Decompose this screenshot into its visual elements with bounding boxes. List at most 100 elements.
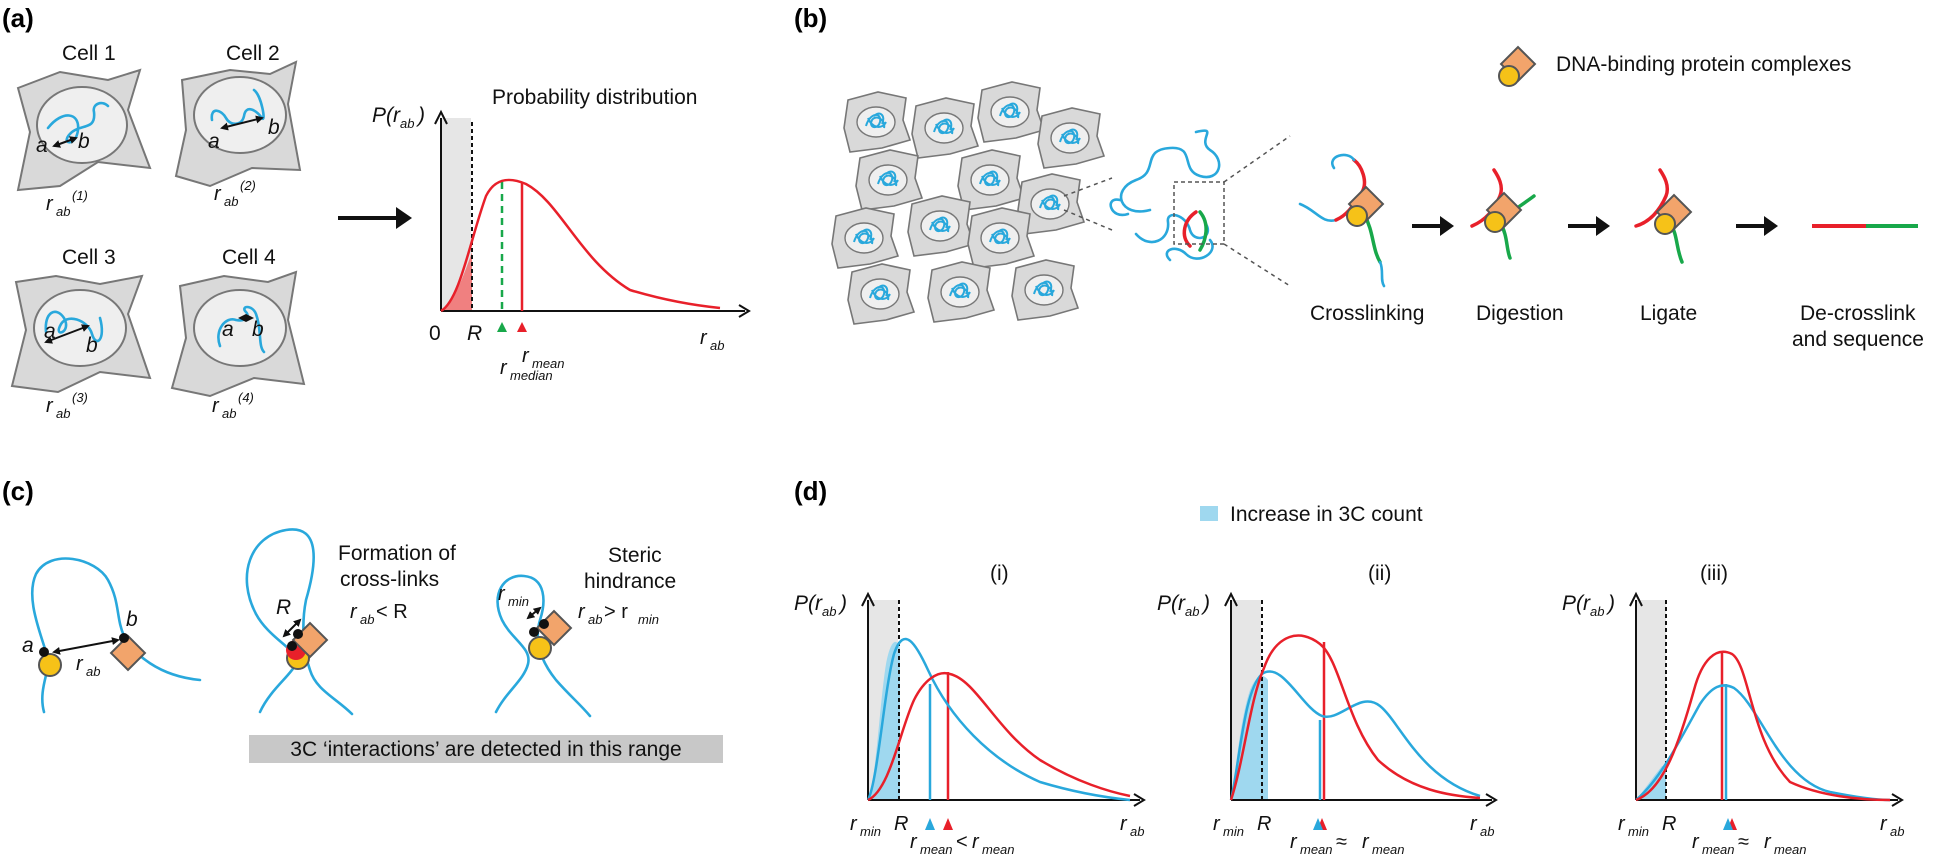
step-label-ligate: Ligate xyxy=(1640,302,1697,325)
plot-a-median-sub: median xyxy=(510,368,553,383)
c-steric-cond-rel: > r xyxy=(604,601,628,623)
d-xlabel: r xyxy=(1470,813,1478,835)
legend-b-text: DNA-binding protein complexes xyxy=(1556,53,1851,76)
d-xmin: r xyxy=(1618,813,1626,835)
plot-a-mean-label: r xyxy=(522,345,530,367)
plot-a-red-area xyxy=(441,252,472,311)
d-mean-blue: r xyxy=(1764,831,1772,853)
step-label-sequence: and sequence xyxy=(1792,328,1924,351)
d-xlabel-sub: ab xyxy=(1890,824,1904,839)
d-ylabel: P(r xyxy=(1157,592,1186,615)
step-label-crosslinking: Crosslinking xyxy=(1310,302,1424,325)
step-crosslinking xyxy=(1298,153,1386,288)
legend-b: DNA-binding protein complexes xyxy=(1498,46,1851,87)
c-steric-cond: r xyxy=(578,601,586,623)
d-ii-title: (ii) xyxy=(1368,562,1391,585)
d-ylabel-close: ) xyxy=(837,592,847,615)
d-xlabel-sub: ab xyxy=(1130,824,1144,839)
d-ylabel: P(r xyxy=(794,592,823,615)
d-ylabel-close: ) xyxy=(1200,592,1210,615)
c-rmin-sub: min xyxy=(508,594,529,609)
step-label-decrosslink: De-crosslink xyxy=(1800,302,1916,325)
d-xmin-sub: min xyxy=(1223,824,1244,839)
d-subplot-iii: (iii) xyxy=(1629,562,1904,830)
d-xmin: r xyxy=(850,813,858,835)
chromatin-zoom xyxy=(1109,129,1225,262)
d-mean-blue: r xyxy=(910,831,918,853)
cell-1: Cell 1 a b r ab (1) xyxy=(16,42,152,219)
d-mean-red: r xyxy=(1692,831,1700,853)
c-steric-title-2: hindrance xyxy=(584,570,676,593)
c-rab-sub: ab xyxy=(86,664,100,679)
panel-d-label: (d) xyxy=(794,476,827,506)
plot-a-median-label: r xyxy=(500,357,508,379)
cell-1-rab-sub: ab xyxy=(56,204,70,219)
cell-population xyxy=(831,81,1105,325)
plot-a-origin: 0 xyxy=(429,322,441,345)
cell-3-locus-b: b xyxy=(86,334,98,357)
cell-4: Cell 4 a b r ab (4) xyxy=(170,246,306,421)
plot-a-mean-sub: mean xyxy=(532,356,565,371)
d-mean-blue: r xyxy=(1362,831,1370,853)
cell-3-title: Cell 3 xyxy=(62,246,116,269)
c-crosslinked: R Formation of cross-links r ab < R xyxy=(245,528,456,716)
cell-2-locus-a: a xyxy=(208,130,220,153)
plot-a-title: Probability distribution xyxy=(492,86,697,109)
cell-1-rab: r xyxy=(46,193,54,215)
d-legend-swatch xyxy=(1200,506,1218,521)
d-relation: ≈ xyxy=(1738,831,1749,853)
c-formation-title-1: Formation of xyxy=(338,542,456,565)
d-ylabel-sub: ab xyxy=(1185,604,1199,619)
d-subplot-ii: (ii) xyxy=(1224,562,1498,830)
d-mean-blue-sub: mean xyxy=(1372,842,1405,857)
cell-1-title: Cell 1 xyxy=(62,42,116,65)
d-xlabel: r xyxy=(1880,813,1888,835)
c-locus-b: b xyxy=(126,608,138,631)
d-legend-text: Increase in 3C count xyxy=(1230,503,1423,526)
d-mean-blue-sub: mean xyxy=(1774,842,1807,857)
cell-1-locus-a: a xyxy=(36,134,48,157)
svg-text:r: r xyxy=(214,183,222,205)
d-iii-title: (iii) xyxy=(1700,562,1728,585)
d-xmin: r xyxy=(1213,813,1221,835)
d-relation: < xyxy=(956,831,968,853)
d-xlabel-sub: ab xyxy=(1480,824,1494,839)
c-steric-cond-rel-sub: min xyxy=(638,612,659,627)
plot-a-ylabel-close: ) xyxy=(415,104,425,127)
d-ylabel-close: ) xyxy=(1605,592,1615,615)
cell-3-locus-a: a xyxy=(44,320,56,343)
c-formation-cond-rel: < R xyxy=(376,601,408,623)
d-ylabel-sub: ab xyxy=(1590,604,1604,619)
plot-a-xlabel-sub: ab xyxy=(710,338,724,353)
cell-4-locus-b: b xyxy=(252,318,264,341)
plot-a-ylabel: P(r xyxy=(372,104,401,127)
panel-b-label: (b) xyxy=(794,3,827,33)
svg-text:ab: ab xyxy=(56,406,70,421)
step-ligate xyxy=(1634,168,1692,264)
d-mean-red: r xyxy=(972,831,980,853)
c-rmin: r xyxy=(498,583,506,605)
d-relation: ≈ xyxy=(1336,831,1347,853)
d-xlabel: r xyxy=(1120,813,1128,835)
svg-text:r: r xyxy=(46,395,54,417)
svg-text:ab: ab xyxy=(222,406,236,421)
panel-c-label: (c) xyxy=(2,476,34,506)
cell-4-rab-sup: (4) xyxy=(238,390,254,405)
plot-a: Probability distribution P(r ab ) 0 R r … xyxy=(372,86,751,383)
c-steric: r min Steric hindrance r ab > r min xyxy=(494,544,676,718)
d-xmin-sub: min xyxy=(860,824,881,839)
d-mean-red-sub: mean xyxy=(982,842,1015,857)
c-separated: a b r ab xyxy=(22,557,202,714)
cell-2-locus-b: b xyxy=(268,116,280,139)
panel-a-label: (a) xyxy=(2,3,34,33)
svg-text:ab: ab xyxy=(224,194,238,209)
d-R: R xyxy=(894,813,908,835)
c-formation-cond-sub: ab xyxy=(360,612,374,627)
d-mean-blue-sub: mean xyxy=(920,842,953,857)
d-mean-red-sub: mean xyxy=(1702,842,1735,857)
cell-1-locus-b: b xyxy=(78,130,90,153)
plot-a-xlabel: r xyxy=(700,327,708,349)
d-mean-red-sub: mean xyxy=(1300,842,1333,857)
